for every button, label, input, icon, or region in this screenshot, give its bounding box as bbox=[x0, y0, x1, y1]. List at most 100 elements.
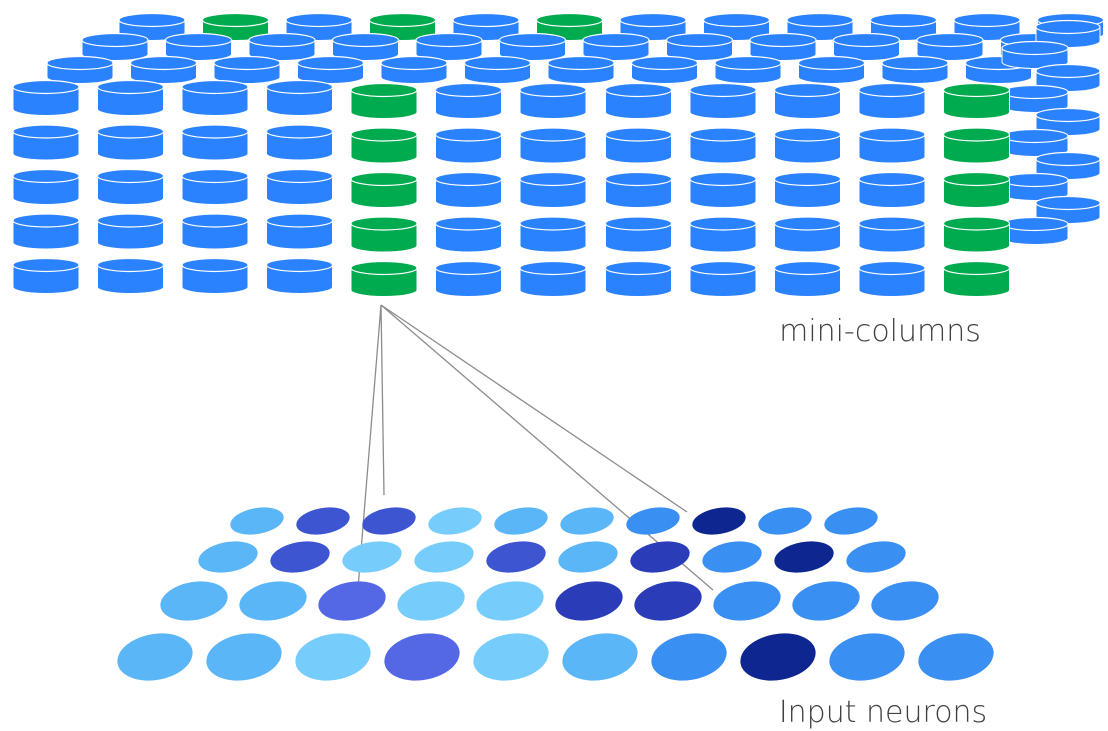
input-neuron bbox=[558, 541, 618, 573]
input-neuron bbox=[702, 541, 762, 573]
input-neuron bbox=[713, 581, 781, 621]
mini-column-disc bbox=[773, 260, 842, 297]
mini-column-disc bbox=[604, 171, 673, 208]
mini-column-disc bbox=[942, 127, 1011, 164]
input-neuron bbox=[206, 633, 282, 681]
mini-column-disc bbox=[350, 171, 418, 208]
mini-column-back bbox=[749, 32, 817, 61]
mini-column-disc bbox=[12, 124, 80, 161]
mini-column-disc bbox=[350, 127, 418, 164]
input-neuron bbox=[362, 507, 416, 535]
input-neuron bbox=[296, 507, 350, 535]
mini-column-back bbox=[380, 55, 448, 84]
mini-columns-block bbox=[12, 12, 1105, 297]
input-neuron bbox=[384, 633, 460, 681]
mini-column-disc bbox=[96, 79, 165, 116]
mini-column-disc bbox=[519, 82, 587, 119]
input-neuron bbox=[829, 633, 905, 681]
input-neuron bbox=[342, 541, 402, 573]
input-neuron bbox=[651, 633, 727, 681]
input-neuron bbox=[397, 581, 465, 621]
mini-column-disc bbox=[773, 127, 842, 164]
input-neuron bbox=[295, 633, 371, 681]
input-neuron-grid bbox=[117, 507, 994, 681]
mini-column-side bbox=[1001, 128, 1069, 157]
mini-column-disc bbox=[858, 171, 926, 208]
mini-column-disc bbox=[181, 213, 249, 250]
mini-column-back bbox=[630, 55, 699, 84]
mini-column-disc bbox=[773, 82, 842, 119]
mini-column-disc bbox=[604, 216, 673, 253]
mini-column-disc bbox=[434, 82, 503, 119]
mini-column-disc bbox=[689, 216, 757, 253]
input-neuron bbox=[774, 541, 834, 573]
mini-column-back bbox=[296, 55, 365, 84]
mini-column-disc bbox=[434, 216, 503, 253]
mini-column-disc bbox=[181, 79, 249, 116]
mini-column-disc bbox=[96, 213, 165, 250]
mini-columns-label: mini-columns bbox=[779, 314, 981, 349]
mini-column-disc bbox=[519, 127, 587, 164]
input-neuron bbox=[560, 507, 614, 535]
connection-line bbox=[380, 304, 688, 513]
mini-column-disc bbox=[519, 260, 587, 297]
input-neuron bbox=[634, 581, 702, 621]
mini-column-back bbox=[714, 55, 782, 84]
mini-column-disc bbox=[350, 260, 418, 297]
mini-column-disc bbox=[434, 127, 503, 164]
mini-column-back bbox=[797, 55, 866, 84]
input-neuron bbox=[494, 507, 548, 535]
mini-column-disc bbox=[858, 127, 926, 164]
input-neuron bbox=[428, 507, 482, 535]
input-neuron bbox=[117, 633, 193, 681]
input-neuron bbox=[630, 541, 690, 573]
input-neuron bbox=[270, 541, 330, 573]
input-neuron bbox=[486, 541, 546, 573]
connection-line bbox=[380, 304, 385, 496]
mini-column-disc bbox=[773, 216, 842, 253]
input-neuron bbox=[160, 581, 228, 621]
mini-column-disc bbox=[519, 171, 587, 208]
mini-column-disc bbox=[604, 260, 673, 297]
input-neuron bbox=[414, 541, 474, 573]
mini-column-disc bbox=[519, 216, 587, 253]
input-neuron bbox=[824, 507, 878, 535]
mini-column-disc bbox=[96, 168, 165, 205]
mini-column-disc bbox=[858, 260, 926, 297]
connection-line bbox=[357, 304, 382, 589]
mini-column-disc bbox=[689, 171, 757, 208]
mini-column-back bbox=[331, 32, 400, 61]
mini-column-back bbox=[213, 55, 281, 84]
mini-column-disc bbox=[942, 171, 1011, 208]
mini-column-back bbox=[248, 32, 316, 61]
mini-column-disc bbox=[265, 213, 334, 250]
input-neuron bbox=[562, 633, 638, 681]
mini-column-disc bbox=[12, 79, 80, 116]
input-neuron bbox=[846, 541, 906, 573]
mini-column-disc bbox=[689, 260, 757, 297]
mini-column-disc bbox=[96, 124, 165, 161]
input-neuron bbox=[792, 581, 860, 621]
mini-column-disc bbox=[265, 257, 334, 294]
mini-column-disc bbox=[604, 82, 673, 119]
input-neurons-label: Input neurons bbox=[779, 695, 987, 730]
mini-column-disc bbox=[265, 168, 334, 205]
mini-column-disc bbox=[942, 260, 1011, 297]
input-neuron bbox=[198, 541, 258, 573]
mini-column-disc bbox=[12, 213, 80, 250]
mini-column-disc bbox=[181, 168, 249, 205]
mini-column-back bbox=[881, 55, 949, 84]
mini-column-back bbox=[201, 12, 270, 41]
input-neuron bbox=[239, 581, 307, 621]
mini-column-disc bbox=[858, 216, 926, 253]
mini-column-disc bbox=[434, 260, 503, 297]
input-neuron bbox=[476, 581, 544, 621]
mini-column-disc bbox=[604, 127, 673, 164]
mini-column-disc bbox=[181, 257, 249, 294]
mini-column-disc bbox=[434, 171, 503, 208]
mini-column-side bbox=[1001, 40, 1069, 69]
mini-column-disc bbox=[689, 82, 757, 119]
mini-column-disc bbox=[350, 82, 418, 119]
input-neuron bbox=[230, 507, 284, 535]
mini-column-disc bbox=[942, 216, 1011, 253]
